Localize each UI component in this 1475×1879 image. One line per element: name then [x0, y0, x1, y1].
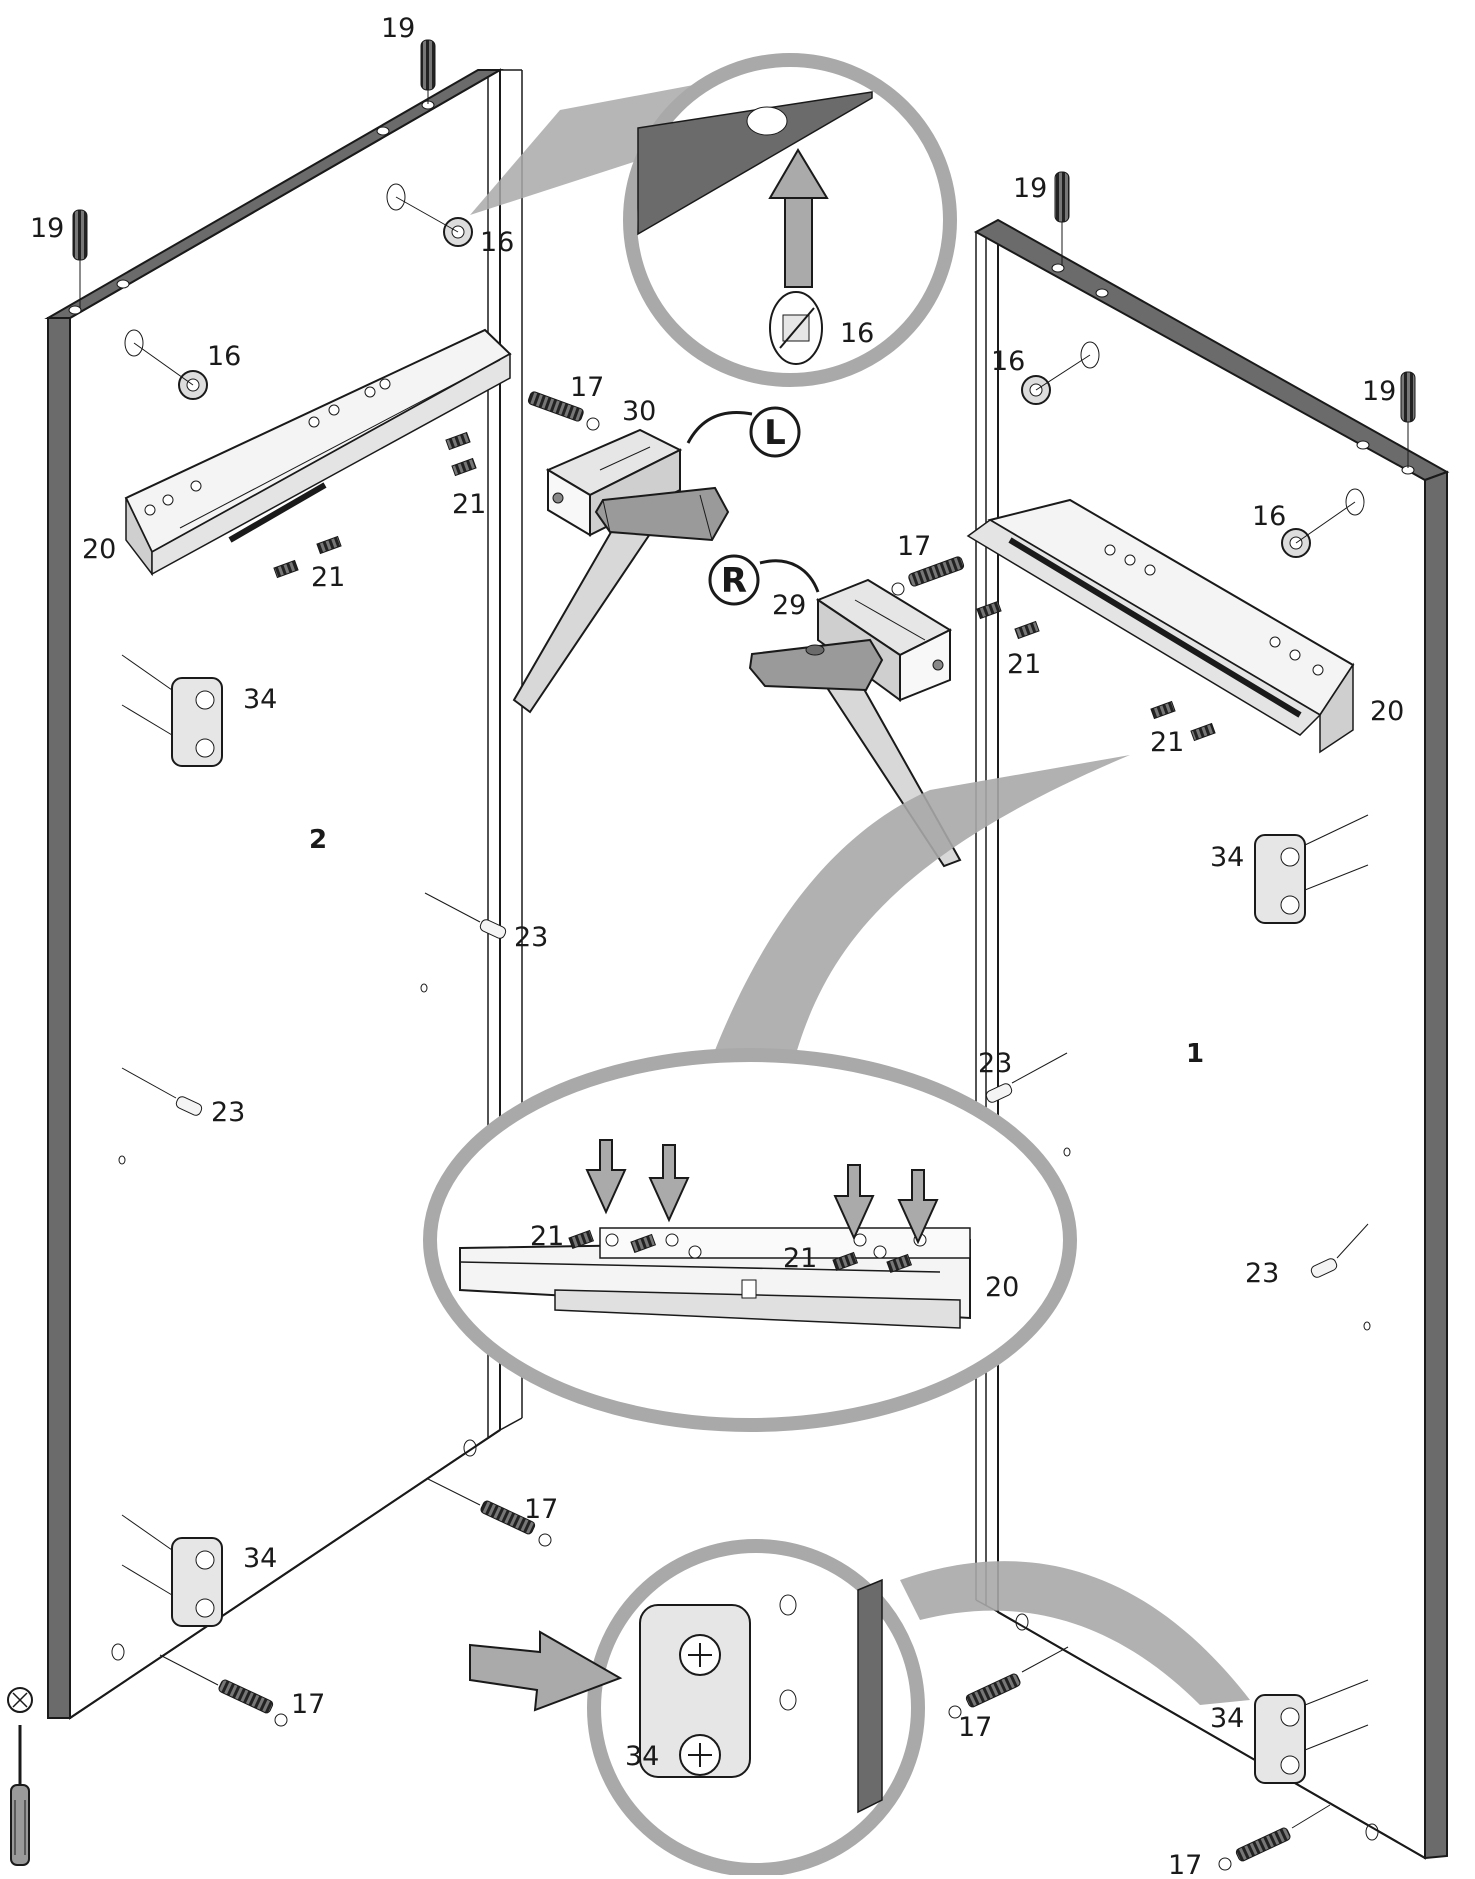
part-label-17: 17: [897, 531, 931, 562]
arrow-right-icon: [469, 1630, 623, 1712]
connector-17-right-top: [891, 556, 965, 596]
part-label-19: 19: [30, 213, 64, 244]
part-label-20: 20: [1370, 696, 1404, 727]
cam-lock-16-right-upper: [1021, 354, 1091, 405]
part-label-17: 17: [291, 1689, 325, 1720]
phillips-head-icon: [7, 1687, 33, 1713]
part-label-30: 30: [622, 396, 656, 427]
panel-number-right: 1: [1186, 1039, 1204, 1069]
part-label-34: 34: [1210, 1703, 1244, 1734]
part-label-34: 34: [243, 1543, 277, 1574]
part-label-17: 17: [570, 372, 604, 403]
part-label-17: 17: [524, 1494, 558, 1525]
part-label-21: 21: [1007, 649, 1041, 680]
arrow-down-icon: [648, 1144, 690, 1223]
part-label-23: 23: [1245, 1258, 1279, 1289]
dowel-19-top-left-a: [420, 39, 436, 104]
part-label-20: 20: [985, 1272, 1019, 1303]
part-label-21: 21: [311, 562, 345, 593]
hinge-plate-34-left-bottom: [121, 1514, 223, 1627]
part-label-23: 23: [514, 922, 548, 953]
connector-17-right-bottom: [948, 1646, 1069, 1719]
arrow-down-icon: [585, 1139, 627, 1215]
drawer-runner-20-right: [966, 498, 1355, 754]
shelf-pins-23: [121, 892, 1369, 1278]
part-label-17: 17: [958, 1712, 992, 1743]
part-label-16: 16: [991, 346, 1025, 377]
connector-17-left-bottom: [159, 1654, 288, 1727]
zoom-callout-runner: [423, 755, 1130, 1432]
hammer-icon: [512, 486, 730, 714]
cam-lock-16-left-lower: [133, 342, 208, 400]
drawer-runner-20-left: [124, 328, 512, 577]
left-marker-label: L: [764, 413, 786, 453]
part-label-29: 29: [772, 590, 806, 621]
part-label-16: 16: [480, 227, 514, 258]
arrow-up-icon: [768, 148, 829, 288]
arrow-down-icon: [897, 1169, 939, 1245]
cam-lock-16-left-upper: [395, 196, 473, 247]
right-orientation-marker: R: [708, 554, 820, 606]
connector-17-left-mid: [427, 1478, 552, 1547]
part-label-16: 16: [1252, 501, 1286, 532]
part-label-34: 34: [243, 684, 277, 715]
part-label-34: 34: [1210, 842, 1244, 873]
part-label-21: 21: [1150, 727, 1184, 758]
right-marker-label: R: [721, 561, 747, 601]
hinge-plate-34-right-top: [1254, 814, 1369, 924]
cam-lock-detail: [769, 291, 823, 365]
part-label-16: 16: [207, 341, 241, 372]
hinge-plate-34-right-bottom: [1254, 1679, 1369, 1784]
part-label-21: 21: [783, 1243, 817, 1274]
arrow-down-icon: [833, 1164, 875, 1241]
dowel-19-top-right-b: [1400, 371, 1416, 468]
part-label-21: 21: [452, 489, 486, 520]
part-label-19: 19: [381, 13, 415, 44]
connector-17-right-corner: [1218, 1804, 1331, 1871]
hinge-plate-34-left-top: [121, 654, 223, 767]
part-label-23: 23: [211, 1097, 245, 1128]
side-panel-right: [973, 218, 1450, 1860]
cam-lock-16-right-lower: [1281, 501, 1356, 558]
part-label-20: 20: [82, 534, 116, 565]
part-label-21: 21: [530, 1221, 564, 1252]
panel-number-left: 2: [309, 825, 327, 855]
side-panel-left: [44, 68, 523, 1720]
part-label-16: 16: [840, 318, 874, 349]
part-label-34: 34: [625, 1741, 659, 1772]
left-orientation-marker: L: [686, 406, 801, 458]
screwdriver-icon: [10, 1725, 30, 1866]
dowel-19-top-left-b: [72, 209, 88, 308]
runner-bracket-30: [545, 428, 683, 537]
part-label-19: 19: [1362, 376, 1396, 407]
connector-17-left-top: [527, 391, 600, 431]
zoom-callout-hinge: [469, 1539, 1250, 1877]
zoom-callout-cam-lock: [470, 53, 957, 387]
part-label-23: 23: [978, 1048, 1012, 1079]
part-label-19: 19: [1013, 173, 1047, 204]
dowel-19-top-right-a: [1054, 171, 1070, 266]
screws-21: [273, 431, 1216, 742]
part-label-17: 17: [1168, 1850, 1202, 1875]
